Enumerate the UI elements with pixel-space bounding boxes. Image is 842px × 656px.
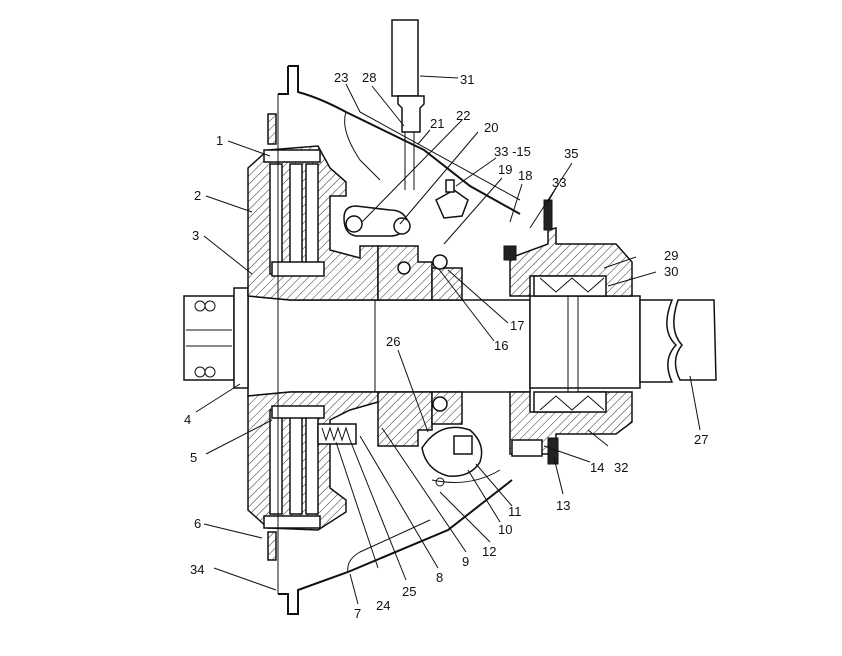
- callout-7: 7: [354, 606, 361, 621]
- callout-21: 21: [430, 116, 444, 131]
- release-bearing-assembly: [377, 245, 463, 447]
- callout-26: 26: [386, 334, 400, 349]
- callout-23: 23: [334, 70, 348, 85]
- callout-6: 6: [194, 516, 201, 531]
- callout-3: 3: [192, 228, 199, 243]
- release-fork-lower: [421, 426, 501, 487]
- callout-34: 34: [190, 562, 204, 577]
- leader-lines: [195, 75, 701, 605]
- callout-8: 8: [436, 570, 443, 585]
- callout-11: 11: [508, 504, 522, 519]
- callout-35: 35: [564, 146, 578, 161]
- control-rod: [359, 19, 521, 201]
- callout-16: 16: [494, 338, 508, 353]
- callout-27: 27: [694, 432, 708, 447]
- callout-24: 24: [376, 598, 390, 613]
- flywheel-housing-lower: [247, 391, 379, 561]
- callout-18: 18: [518, 168, 532, 183]
- main-shaft: [247, 292, 678, 400]
- output-shaft-stub: [673, 299, 717, 381]
- callout-19: 19: [498, 162, 512, 177]
- callout-5: 5: [190, 450, 197, 465]
- callout-9: 9: [462, 554, 469, 569]
- callout-30: 30: [664, 264, 678, 279]
- callout-32: 32: [614, 460, 628, 475]
- callout-4: 4: [184, 412, 191, 427]
- callout-22: 22: [456, 108, 470, 123]
- callout-33-right: 33: [552, 175, 566, 190]
- release-fork-upper: [343, 179, 469, 237]
- callout-13: 13: [556, 498, 570, 513]
- callout-29: 29: [664, 248, 678, 263]
- callout-28: 28: [362, 70, 376, 85]
- callout-12: 12: [482, 544, 496, 559]
- callout-10: 10: [498, 522, 512, 537]
- callout-31: 31: [460, 72, 474, 87]
- callout-33-15: 33 -15: [494, 144, 531, 159]
- callout-1: 1: [216, 133, 223, 148]
- flywheel-housing-upper: [247, 113, 379, 301]
- callout-2: 2: [194, 188, 201, 203]
- input-shaft-stub: [183, 287, 249, 389]
- callout-17: 17: [510, 318, 524, 333]
- callout-25: 25: [402, 584, 416, 599]
- callout-labels: 1 2 3 4 5 6 34 7 24 25 8 9 12 10 11 13 1…: [184, 70, 708, 621]
- callout-14: 14: [590, 460, 604, 475]
- output-bearing-housing: [503, 199, 633, 465]
- bell-housing: [277, 65, 521, 615]
- callout-20: 20: [484, 120, 498, 135]
